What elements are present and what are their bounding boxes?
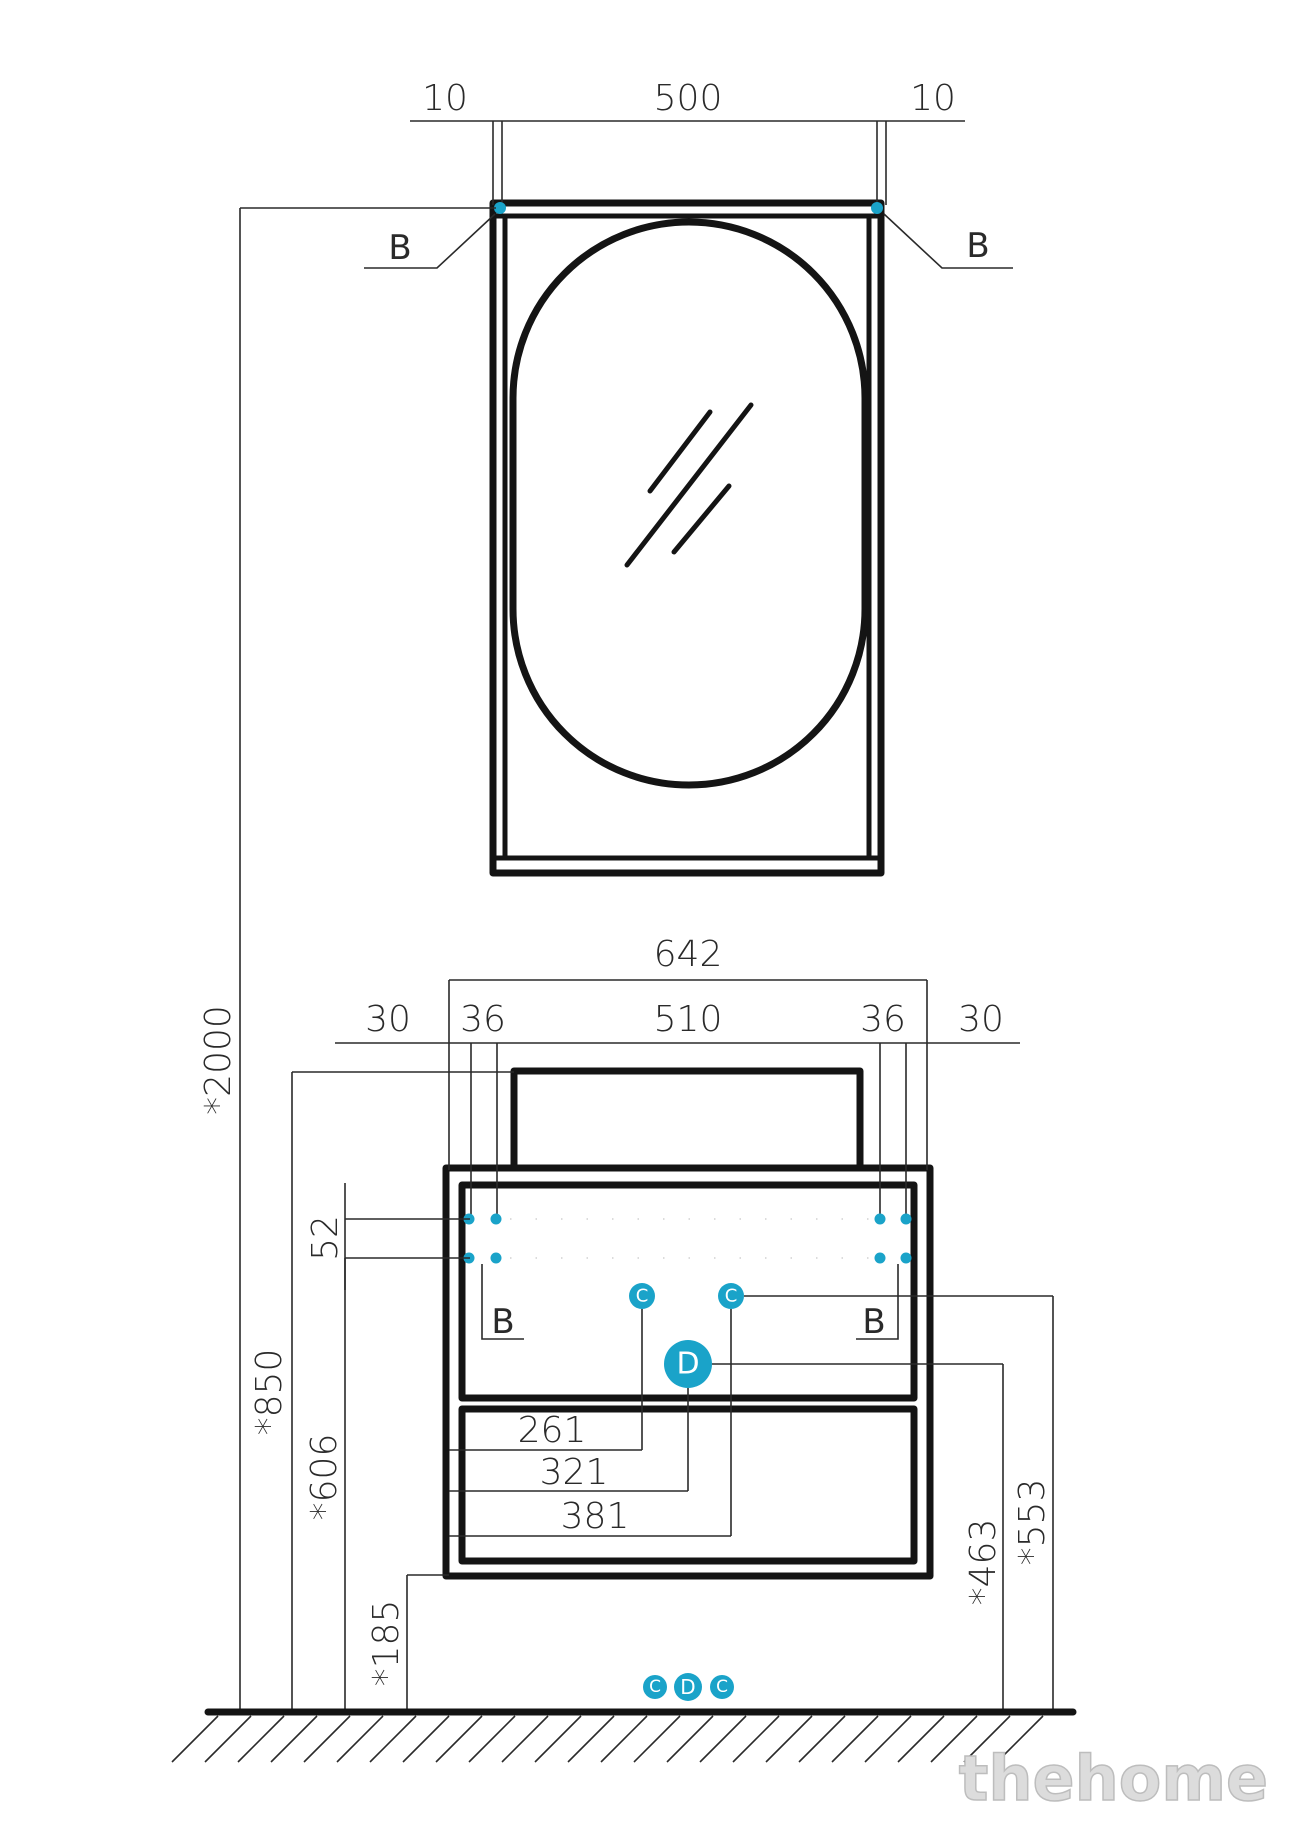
- total-height-dimension: *2000: [198, 207, 496, 1712]
- floor-hatch-line: [765, 1715, 813, 1763]
- dim-top-right-gap: 10: [910, 78, 956, 119]
- floor-hatch-line: [963, 1715, 1011, 1763]
- connection-markers: C C D: [629, 1283, 744, 1388]
- watermark-logo: thehome: [959, 1742, 1268, 1815]
- label-b-cabinet-left: B: [491, 1302, 514, 1342]
- floor-hatch-line: [336, 1715, 384, 1763]
- mirror-oval: [509, 218, 869, 789]
- mount-point-right: [871, 202, 883, 214]
- mirror: [489, 199, 885, 877]
- floor-hatch-line: [237, 1715, 285, 1763]
- mirror-b-callouts: B B: [364, 202, 1013, 269]
- floor-hatch-line: [270, 1715, 318, 1763]
- floor-hatch-line: [930, 1715, 978, 1763]
- label-b-right: B: [966, 226, 989, 266]
- floor-hatch-line: [996, 1715, 1044, 1763]
- water-inlet-right-marker: [718, 1283, 744, 1309]
- floor-hatch-line: [897, 1715, 945, 1763]
- floor-hatch-line: [666, 1715, 714, 1763]
- label-b-cabinet-right: B: [862, 1302, 885, 1342]
- floor-hatch-line: [732, 1715, 780, 1763]
- floor-hatch-line: [534, 1715, 582, 1763]
- dim-d-offset: 321: [540, 1452, 609, 1493]
- dim-right-inner: 36: [860, 999, 906, 1040]
- mounting-holes: [463, 1213, 912, 1264]
- hole-spacing-dimension: 52: [305, 1183, 470, 1290]
- connection-offset-dimensions: 261 321 381: [449, 1309, 732, 1537]
- dim-c-right-offset: 381: [561, 1496, 630, 1537]
- floor-hatch-line: [864, 1715, 912, 1763]
- floor-hatch-line: [633, 1715, 681, 1763]
- cabinet-width-dimensions: 642 30 36 510 36 30: [335, 934, 1020, 1220]
- dim-top-left-gap: 10: [422, 78, 468, 119]
- floor-hatch-line: [435, 1715, 483, 1763]
- dim-water-height: *553: [1012, 1479, 1053, 1566]
- washbasin: [510, 1067, 864, 1172]
- floor-hatch-line: [831, 1715, 879, 1763]
- dim-hole-spacing: 52: [305, 1215, 346, 1261]
- mirror-glare: [624, 402, 754, 568]
- legend-c-right: C: [716, 1677, 728, 1697]
- svg-text:C: C: [636, 1286, 649, 1307]
- svg-text:C: C: [725, 1286, 738, 1307]
- floor-hatch-line: [567, 1715, 615, 1763]
- cabinet-body: [442, 1164, 934, 1580]
- legend-c-left: C: [649, 1677, 661, 1697]
- floor-hatch-line: [468, 1715, 516, 1763]
- floor-hatch-line: [402, 1715, 450, 1763]
- dim-inner-width: 510: [654, 999, 723, 1040]
- mirror-frame: [489, 199, 885, 877]
- dim-mount-height: *606: [304, 1434, 345, 1521]
- water-inlet-left-marker: [629, 1283, 655, 1309]
- dim-floor-clearance: *185: [366, 1600, 407, 1687]
- dim-left-offset: 30: [365, 999, 411, 1040]
- floor-hatch-line: [303, 1715, 351, 1763]
- right-height-dimensions: *463 *553: [712, 1295, 1054, 1712]
- dim-c-left-offset: 261: [518, 1410, 587, 1451]
- dim-right-offset: 30: [958, 999, 1004, 1040]
- dim-cabinet-top-height: *850: [249, 1349, 290, 1436]
- dim-left-inner: 36: [460, 999, 506, 1040]
- dim-cabinet-width: 642: [654, 934, 723, 975]
- cabinet: [442, 1067, 934, 1580]
- floor-hatch-line: [798, 1715, 846, 1763]
- mirror-dimensions: 10 500 10: [410, 78, 965, 205]
- floor-hatch-line: [204, 1715, 252, 1763]
- left-height-dimensions: *850 *606 *185: [249, 1071, 514, 1712]
- floor-hatch-line: [699, 1715, 747, 1763]
- label-b-left: B: [388, 228, 411, 268]
- floor-hatch-line: [501, 1715, 549, 1763]
- mount-point-left: [494, 202, 506, 214]
- floor-hatch-line: [600, 1715, 648, 1763]
- floor-hatch-line: [369, 1715, 417, 1763]
- dim-total-height: *2000: [198, 1005, 239, 1115]
- dim-drain-height: *463: [963, 1519, 1004, 1606]
- dim-mirror-width: 500: [654, 78, 723, 119]
- cabinet-b-callouts: B B: [481, 1264, 899, 1342]
- svg-text:D: D: [676, 1347, 699, 1382]
- floor-hatch-line: [171, 1715, 219, 1763]
- floor-legend: C D C: [643, 1673, 734, 1701]
- drain-marker: [664, 1340, 712, 1388]
- floor: [171, 1708, 1077, 1763]
- legend-d: D: [680, 1675, 695, 1699]
